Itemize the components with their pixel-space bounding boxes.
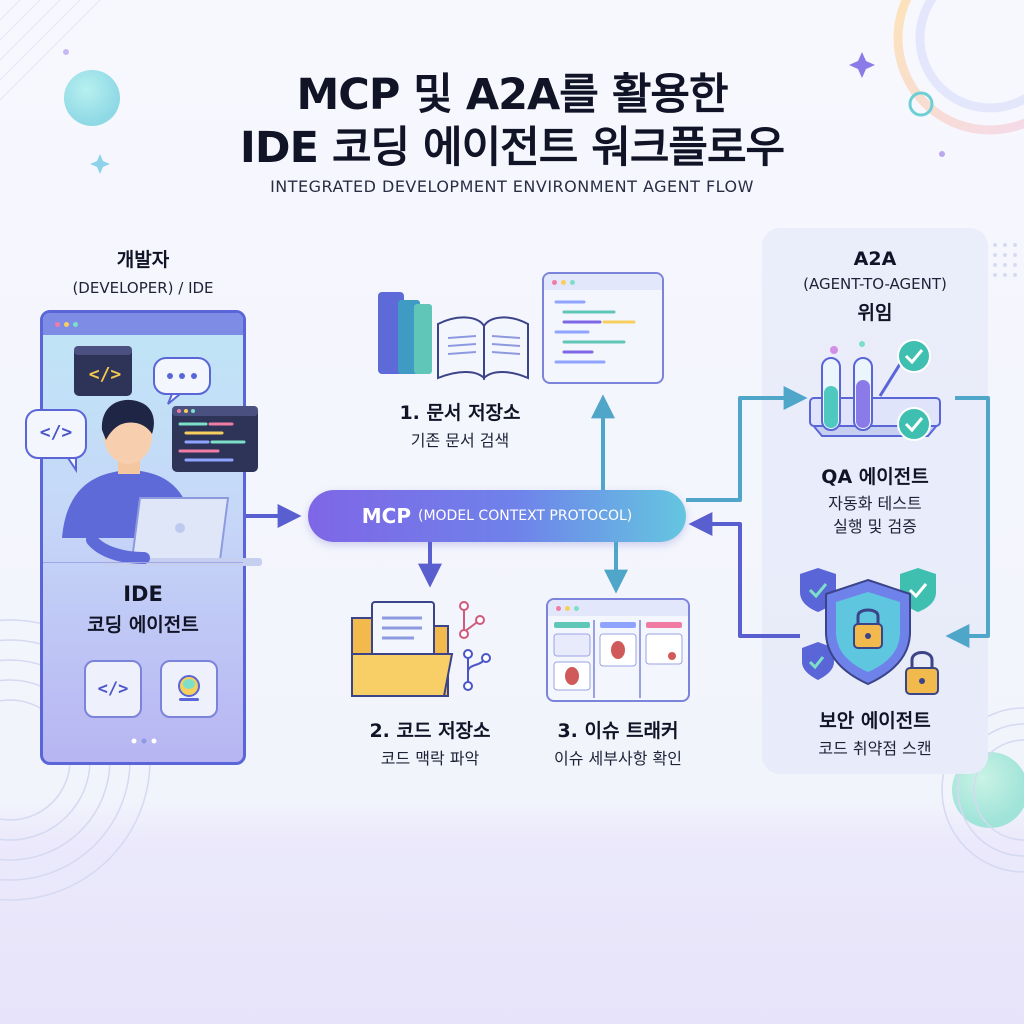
a2a-caption: 위임: [857, 302, 893, 324]
qa-agent-line2: 실행 및 검증: [833, 517, 917, 536]
code-tool-button[interactable]: </>: [84, 660, 142, 718]
docs-node-subtitle: 기존 문서 검색: [410, 431, 510, 450]
developer-illustration: [25, 346, 262, 566]
window-dot: [565, 605, 570, 611]
kanban-board: [553, 620, 683, 698]
security-agent-subtitle: 코드 취약점 스캔: [818, 739, 932, 758]
window-dot: [73, 321, 78, 327]
docs-node-title: 1. 문서 저장소: [399, 402, 521, 424]
window-dot: [574, 605, 579, 611]
page-title-line2: IDE 코딩 에이전트 워크플로우: [239, 123, 785, 173]
developer-subheading: (DEVELOPER) / IDE: [72, 279, 214, 297]
code-node-subtitle: 코드 맥락 파악: [380, 749, 480, 768]
mcp-hub: MCP (MODEL CONTEXT PROTOCOL): [308, 490, 686, 542]
window-dot: [561, 279, 566, 285]
test-tubes-icon: [809, 339, 941, 441]
window-dot: [570, 279, 575, 285]
page-subtitle: INTEGRATED DEVELOPMENT ENVIRONMENT AGENT…: [270, 177, 754, 196]
a2a-title: A2A: [853, 248, 897, 270]
window-dot: [552, 279, 557, 285]
agent-icon: [178, 675, 200, 701]
code-icon: </>: [97, 679, 129, 699]
qa-agent-line1: 자동화 테스트: [828, 494, 922, 513]
page-title-line1: MCP 및 A2A를 활용한: [296, 70, 728, 120]
a2a-subtitle: (AGENT-TO-AGENT): [803, 275, 947, 293]
page-indicator: [131, 738, 157, 744]
window-titlebar: [548, 600, 688, 616]
window-dot: [64, 321, 69, 327]
ide-panel-subtitle: 코딩 에이전트: [87, 614, 199, 636]
issue-board-window: [546, 598, 690, 702]
qa-agent-title: QA 에이전트: [821, 466, 929, 488]
security-agent-title: 보안 에이전트: [819, 710, 931, 732]
issues-node-subtitle: 이슈 세부사항 확인: [554, 749, 682, 768]
mcp-label: MCP: [361, 504, 411, 528]
ide-titlebar: [43, 313, 243, 335]
ide-panel-title: IDE: [123, 582, 163, 606]
window-titlebar: [544, 274, 662, 290]
docs-code-window: [542, 272, 664, 384]
security-shield-icon: [800, 568, 939, 695]
code-lines: [554, 300, 636, 364]
window-dot: [55, 321, 60, 327]
code-icon: </>: [88, 363, 122, 385]
folder-icon: [351, 601, 491, 697]
ide-lower-divider: [43, 562, 243, 563]
issues-node-title: 3. 이슈 트래커: [557, 720, 679, 742]
a2a-panel: [762, 228, 988, 774]
developer-heading: 개발자: [116, 249, 170, 271]
code-bubble-icon: </>: [39, 421, 73, 443]
code-node-title: 2. 코드 저장소: [369, 720, 491, 742]
window-dot: [556, 605, 561, 611]
agent-tool-button[interactable]: [160, 660, 218, 718]
mcp-label-full: (MODEL CONTEXT PROTOCOL): [417, 508, 633, 524]
book-icon: [378, 292, 529, 381]
